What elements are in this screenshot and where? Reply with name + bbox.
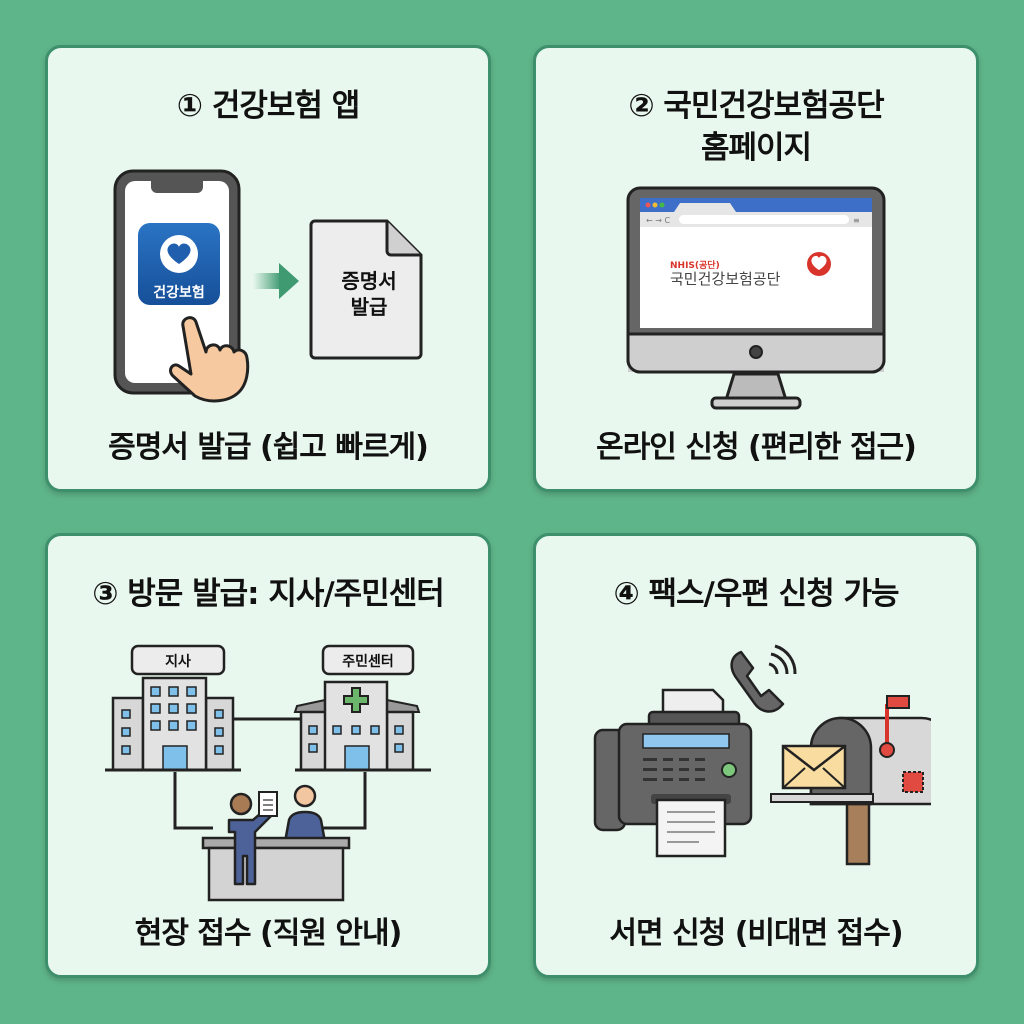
document-label-line2: 발급 [351,295,388,319]
panel-title-line2: 홈페이지 [700,130,812,166]
back-forward-reload-icons: ← → C [646,216,670,225]
panel-visit-branch: ③ 방문 발급: 지사/주민센터 지사 [45,533,491,978]
service-desk-illustration [201,784,351,902]
envelope-icon [781,744,847,790]
connector-lines [173,717,367,830]
panel-caption: 현장 접수 (직원 안내) [134,916,403,951]
certificate-document-icon: 증명서 발급 [309,219,423,360]
visit-illustration: 지사 주민센터 [105,644,431,902]
panel-caption: 증명서 발급 (쉽고 빠르게) [108,430,429,465]
phone-call-icon [730,644,797,713]
panel-health-insurance-app: ① 건강보험 앱 건강보험 [45,45,491,492]
panel-title: ④ 팩스/우편 신청 가능 [613,576,899,612]
fax-machine-icon [593,688,753,858]
panel-nhis-homepage: ② 국민건강보험공단 홈페이지 ← → C ≡ NHIS(공단) 국민건강보험공… [533,45,979,492]
app-icon-label: 건강보험 [153,284,205,301]
menu-icon: ≡ [853,216,860,225]
fax-mail-illustration [593,644,931,866]
site-logo-name: 국민건강보험공단 [670,270,781,288]
pointing-hand-icon [169,316,250,403]
panel-caption: 서면 신청 (비대면 접수) [609,916,903,951]
building-label-branch: 지사 [165,654,191,670]
monitor-illustration: ← → C ≡ NHIS(공단) 국민건강보험공단 [626,186,886,410]
nhis-heart-logo-icon [807,252,831,276]
staff-person-icon [283,784,327,844]
panel-title-line1: ② 국민건강보험공단 [628,88,884,124]
document-label-line1: 증명서 [341,269,396,293]
panel-title: ① 건강보험 앱 [176,88,360,124]
branch-office-building-icon: 지사 [105,644,241,772]
site-logo-small: NHIS(공단) [670,259,720,271]
browser-window: ← → C ≡ NHIS(공단) 국민건강보험공단 [640,198,872,328]
panel-caption: 온라인 신청 (편리한 접근) [596,430,917,465]
panel-fax-mail: ④ 팩스/우편 신청 가능 [533,533,979,978]
community-center-building-icon: 주민센터 [293,644,431,772]
phone-app-illustration: 건강보험 증명서 발급 [113,169,423,403]
arrow-right-icon [253,263,299,299]
health-insurance-app-icon: 건강보험 [138,223,220,305]
building-label-community-center: 주민센터 [342,653,394,670]
panel-title: ③ 방문 발급: 지사/주민센터 [92,576,445,612]
paper-document-icon [258,791,278,817]
